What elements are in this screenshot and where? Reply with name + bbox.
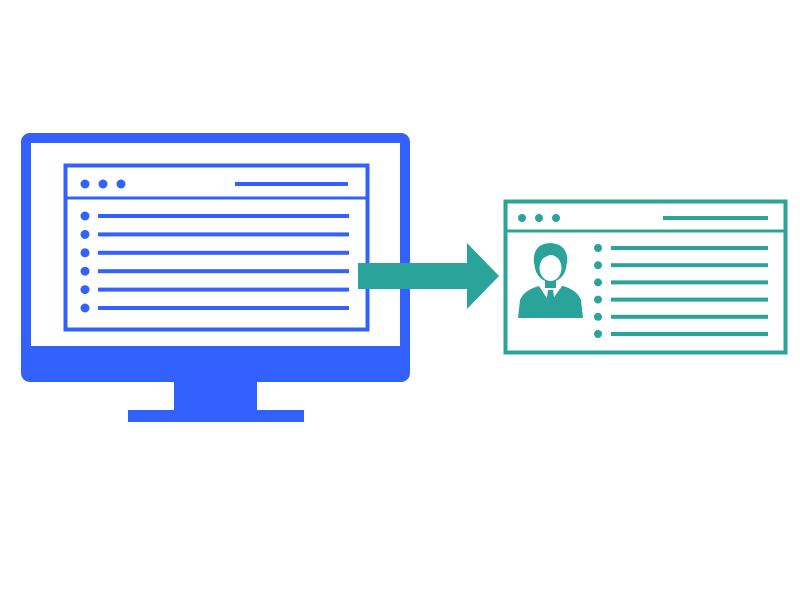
card-list — [594, 244, 768, 338]
window-title-bar-line — [235, 182, 348, 186]
card-control-dot — [535, 214, 543, 222]
window-list-row — [80, 248, 349, 258]
list-bullet-dot — [80, 229, 90, 239]
card-control-dots — [518, 214, 560, 222]
list-line — [611, 332, 768, 336]
card-list-row — [594, 244, 768, 252]
card-list-row — [594, 278, 768, 287]
list-bullet-dot — [594, 312, 602, 321]
window-list-row — [80, 229, 349, 239]
avatar-tie — [546, 290, 555, 310]
window-control-dot — [98, 179, 108, 189]
list-bullet-dot — [594, 244, 602, 252]
businessman-avatar-icon — [518, 243, 583, 318]
profile-card-frame — [503, 199, 788, 355]
list-line — [98, 232, 349, 237]
window-list-row — [80, 285, 349, 295]
card-list-row — [594, 312, 768, 321]
window-list-row — [80, 266, 349, 276]
window-list — [80, 211, 349, 313]
browser-window — [63, 163, 370, 332]
window-control-dot — [116, 179, 126, 189]
card-control-dot — [552, 214, 560, 222]
list-bullet-dot — [80, 248, 90, 258]
window-control-dot — [80, 179, 90, 189]
card-control-dot — [518, 214, 526, 222]
window-list-row — [80, 303, 349, 313]
list-bullet-dot — [594, 261, 602, 270]
list-bullet-dot — [594, 278, 602, 287]
avatar-face — [539, 255, 562, 281]
card-list-row — [594, 261, 768, 270]
list-line — [611, 297, 768, 302]
browser-window-frame — [63, 163, 370, 332]
card-list-row — [594, 330, 768, 338]
monitor-base — [128, 410, 304, 422]
list-line — [98, 306, 349, 310]
desktop-monitor-icon — [21, 133, 410, 422]
list-line — [611, 263, 768, 268]
list-line — [98, 269, 349, 274]
profile-card-icon — [503, 199, 788, 355]
list-bullet-dot — [80, 266, 90, 276]
window-control-dots — [80, 179, 126, 189]
list-line — [98, 287, 349, 292]
list-bullet-dot — [594, 295, 602, 304]
monitor-neck — [174, 380, 257, 413]
list-line — [611, 280, 768, 285]
avatar-hair — [533, 243, 568, 264]
list-line — [611, 246, 768, 250]
window-list-row — [80, 211, 349, 221]
arrow-right-icon — [358, 243, 499, 309]
card-title-bar-line — [663, 216, 768, 220]
list-bullet-dot — [80, 303, 90, 313]
list-line — [98, 214, 349, 218]
list-line — [98, 250, 349, 255]
list-bullet-dot — [80, 211, 90, 221]
card-list-row — [594, 295, 768, 304]
list-line — [611, 314, 768, 319]
list-bullet-dot — [80, 285, 90, 295]
list-bullet-dot — [594, 330, 602, 338]
